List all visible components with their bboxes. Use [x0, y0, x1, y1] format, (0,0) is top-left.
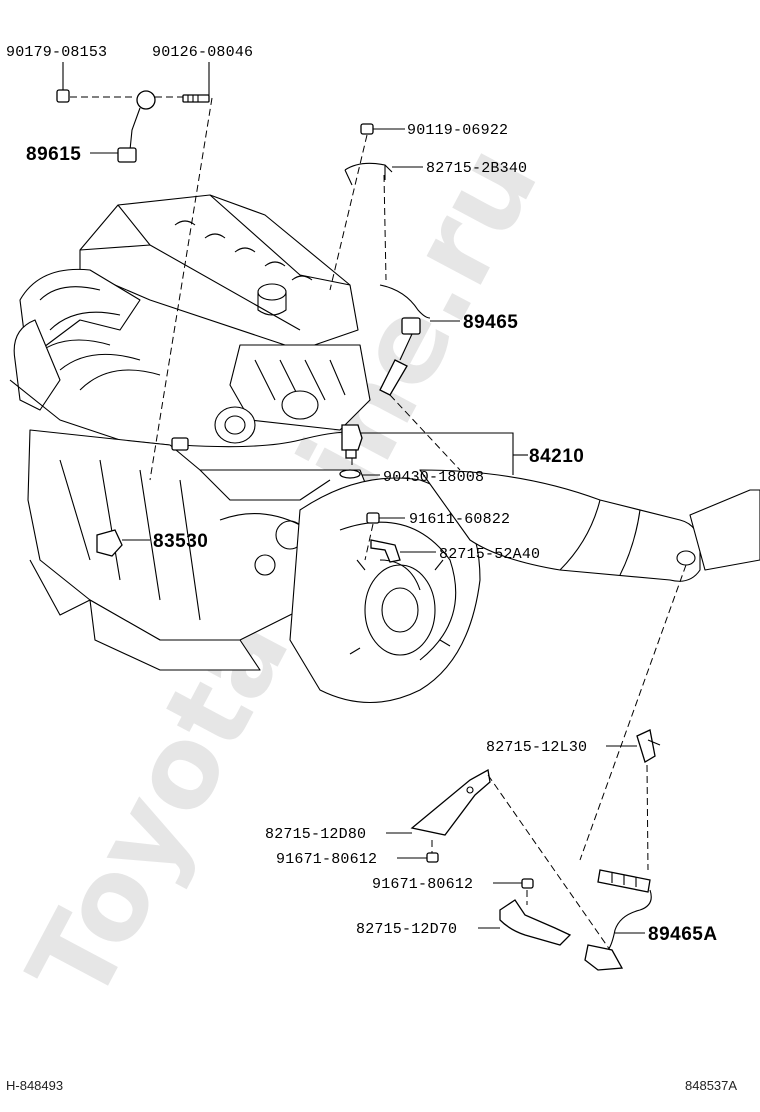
label-82715-2b340[interactable]: 82715-2B340 — [426, 160, 527, 177]
stud-bolt-90126 — [182, 94, 210, 103]
part-labels: 90179-08153 90126-08046 89615 90119-0692… — [6, 44, 718, 945]
bracket-82715-12d70 — [499, 899, 572, 946]
clamp-82715-52a40 — [370, 539, 401, 563]
label-82715-12l30[interactable]: 82715-12L30 — [486, 739, 587, 756]
bolt-91671-a — [426, 852, 439, 863]
bolt-91671-b — [521, 878, 534, 889]
bolt-90119 — [360, 123, 374, 135]
clamp-82715-12l30 — [636, 729, 661, 763]
label-90119-06922[interactable]: 90119-06922 — [407, 122, 508, 139]
label-91611-60822[interactable]: 91611-60822 — [409, 511, 510, 528]
dashed-reference-lines — [70, 96, 687, 951]
oxygen-sensor-89465a[interactable] — [584, 869, 652, 971]
oil-pressure-switch-83530[interactable] — [96, 529, 123, 557]
bracket-82715-2b340 — [344, 162, 393, 186]
gasket-90430 — [339, 469, 361, 479]
knock-sensor-89615[interactable] — [117, 90, 156, 163]
label-90126-08046[interactable]: 90126-08046 — [152, 44, 253, 61]
label-89465[interactable]: 89465 — [463, 312, 518, 333]
footer-drawing-number: 848537A — [685, 1078, 737, 1093]
label-91671-80612-a[interactable]: 91671-80612 — [276, 851, 377, 868]
label-89615[interactable]: 89615 — [26, 144, 81, 165]
label-89465a[interactable]: 89465A — [648, 924, 718, 945]
nut-90179 — [56, 89, 70, 103]
label-83530[interactable]: 83530 — [153, 531, 208, 552]
engine-assembly — [9, 194, 760, 703]
label-90179-08153[interactable]: 90179-08153 — [6, 44, 107, 61]
label-82715-12d80[interactable]: 82715-12D80 — [265, 826, 366, 843]
sensor-84210[interactable] — [341, 424, 363, 459]
label-91671-80612-b[interactable]: 91671-80612 — [372, 876, 473, 893]
bolt-91611 — [366, 512, 380, 524]
bracket-82715-12d80 — [410, 768, 491, 836]
label-90430-18008[interactable]: 90430-18008 — [383, 469, 484, 486]
label-82715-52a40[interactable]: 82715-52A40 — [439, 546, 540, 563]
footer-illustration-code: H-848493 — [6, 1078, 63, 1093]
leader-lines — [62, 62, 645, 934]
label-84210[interactable]: 84210 — [529, 446, 584, 467]
label-82715-12d70[interactable]: 82715-12D70 — [356, 921, 457, 938]
